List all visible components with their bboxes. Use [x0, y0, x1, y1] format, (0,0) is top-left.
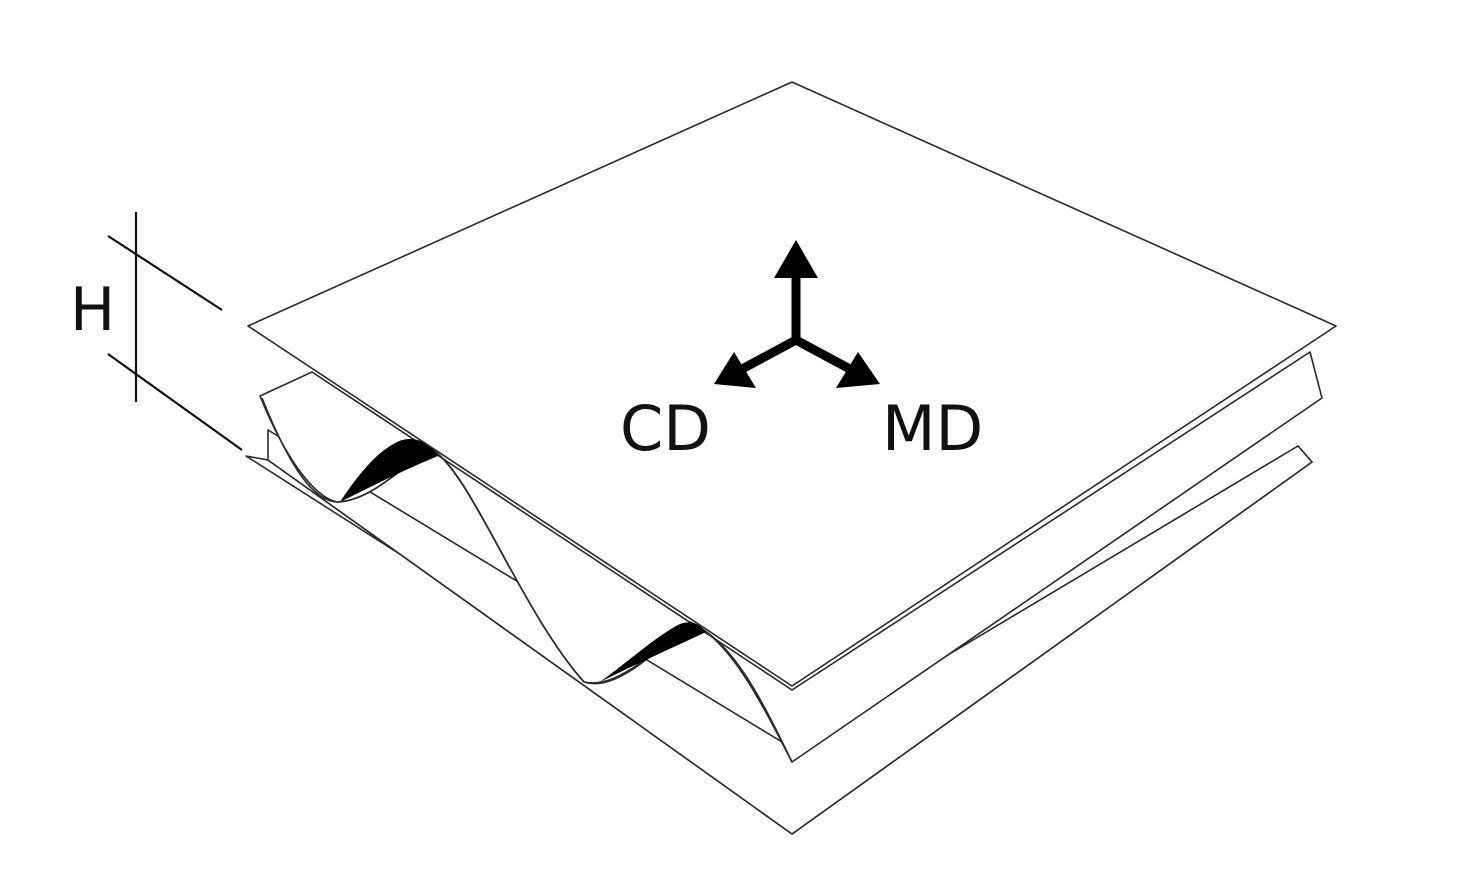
height-label: H — [70, 275, 115, 345]
axis-cd-shaft — [739, 335, 801, 373]
height-dimension-top-extension — [107, 235, 223, 311]
flute-wave — [261, 397, 793, 763]
cd-label: CD — [620, 392, 711, 465]
axis-cd-arrowhead — [714, 352, 756, 388]
height-dimension-bottom-extension — [107, 353, 243, 451]
axis-md-arrowhead — [836, 352, 880, 388]
top-liner — [247, 81, 1337, 687]
direction-axes-icon — [714, 240, 880, 388]
axis-md-shaft — [791, 335, 853, 373]
axis-up-arrowhead — [774, 240, 818, 278]
flute-crest-shade-2 — [600, 622, 706, 682]
flute-crest-shade-1 — [340, 438, 438, 502]
md-label: MD — [882, 392, 983, 465]
